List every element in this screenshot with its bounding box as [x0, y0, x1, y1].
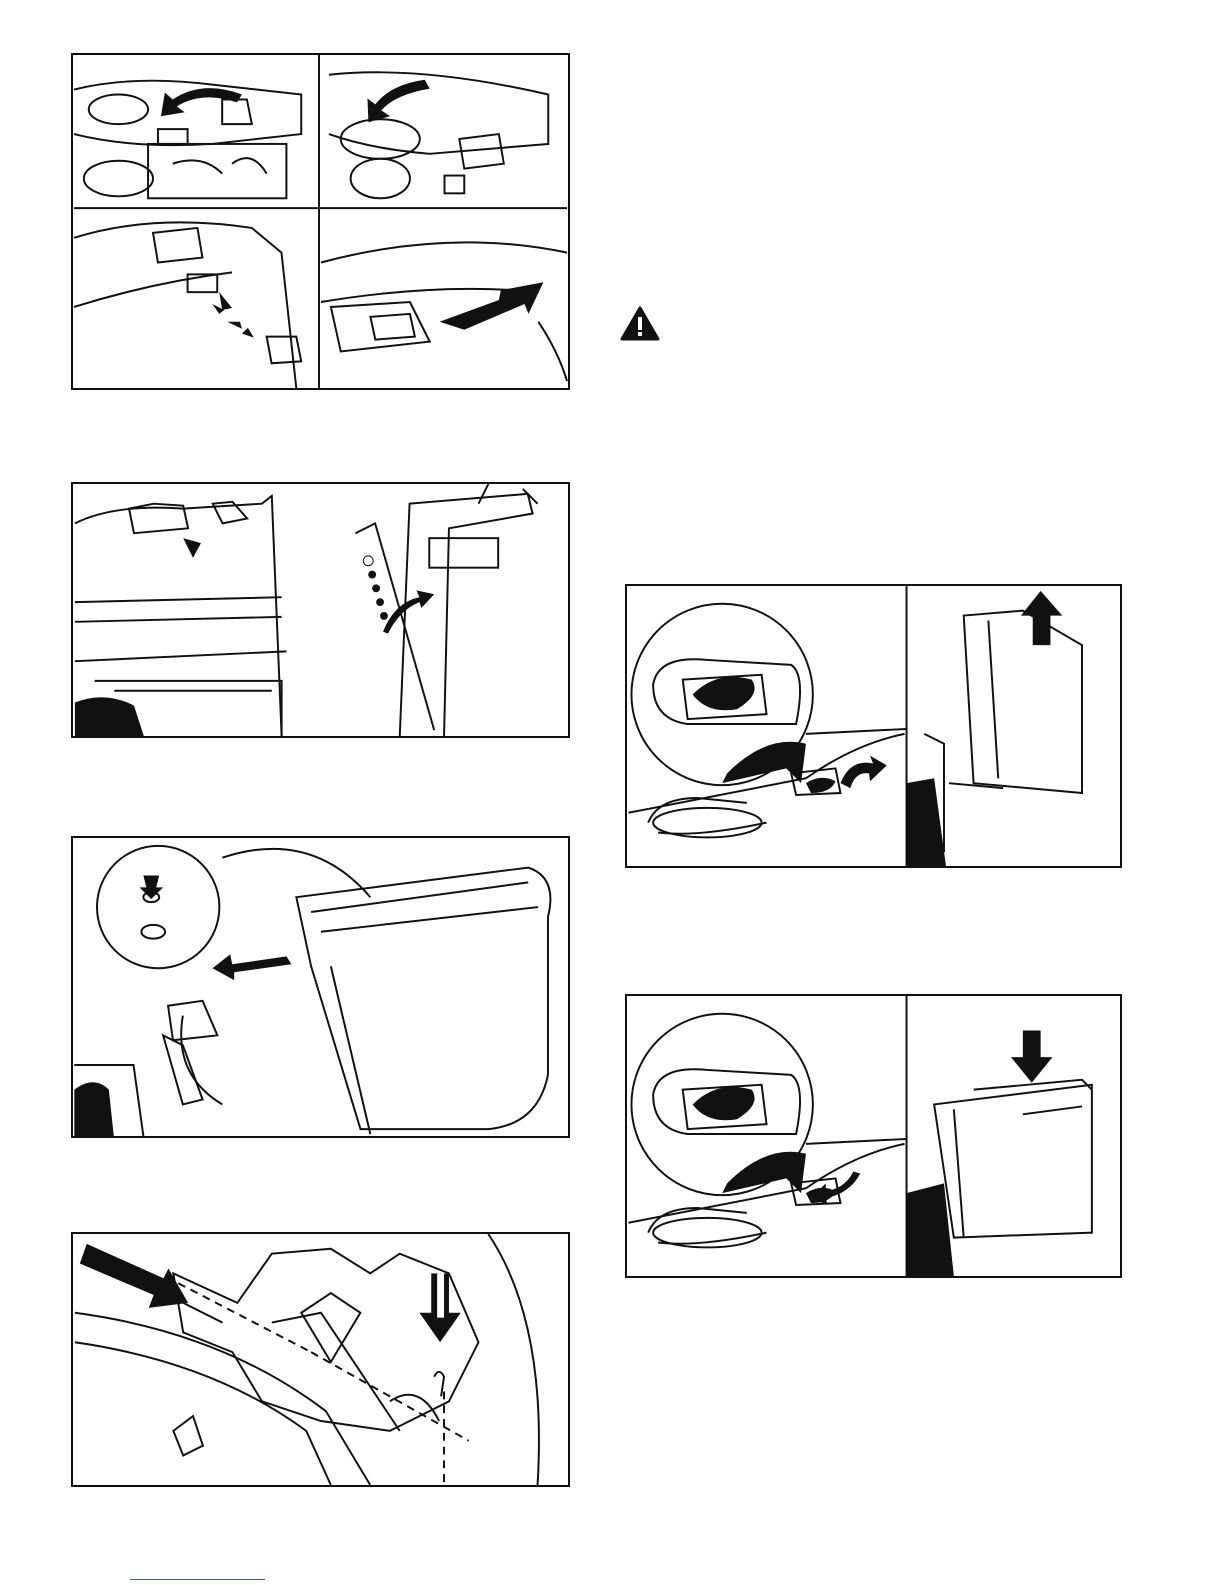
harness-connection-illustration — [73, 55, 568, 388]
bag-handle-illustration — [73, 484, 568, 736]
figure-bag-handle — [71, 482, 570, 738]
figure-bag-mount — [71, 836, 570, 1138]
warning-triangle-icon — [620, 306, 660, 342]
knob-install-bag-illustration — [627, 996, 1120, 1276]
bag-mount-illustration — [73, 838, 568, 1136]
knob-remove-bag-illustration — [627, 586, 1120, 866]
figure-pin-hitch — [71, 1232, 570, 1487]
figure-knob-install-bag — [625, 994, 1122, 1278]
figure-harness-connection — [71, 53, 570, 390]
figure-knob-remove-bag — [625, 584, 1122, 868]
footer-link-underline — [130, 1579, 265, 1580]
pin-hitch-illustration — [73, 1234, 568, 1485]
